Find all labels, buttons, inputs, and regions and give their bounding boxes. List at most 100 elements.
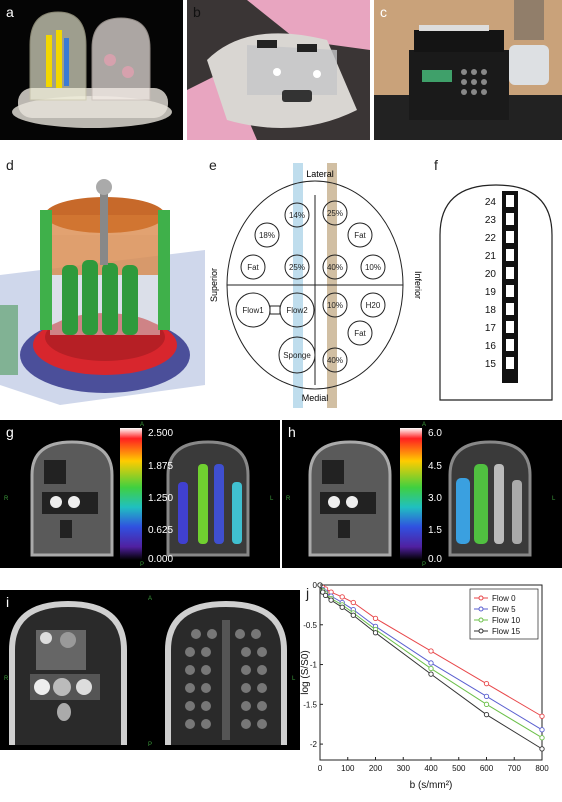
- slot-number: 22: [485, 233, 497, 244]
- label-inferior: Inferior: [413, 271, 423, 299]
- legend-marker: [478, 606, 484, 612]
- y-tick-label: -1.5: [303, 700, 317, 709]
- x-axis-title: b (s/mm²): [410, 780, 453, 791]
- slot-number: 17: [485, 323, 497, 334]
- chart-legend: Flow 0 Flow 5 Flow 10 Flow 15: [469, 588, 539, 640]
- colorbar-tick: 0.0: [428, 554, 442, 565]
- comp-label: 25%: [327, 209, 343, 218]
- legend-marker: [478, 595, 484, 601]
- colorbar-tick: 3.0: [428, 493, 442, 504]
- panel-label-d: d: [6, 157, 14, 173]
- mri-map-h: 6.0 4.5 3.0 1.5 0.0 A R L P: [286, 422, 556, 568]
- data-point: [328, 597, 334, 603]
- data-point: [372, 630, 379, 636]
- phantom-photo-illustration: [12, 11, 172, 128]
- slot-number: 23: [485, 215, 497, 226]
- data-point: [320, 589, 326, 595]
- colorbar-tick: 1.5: [428, 525, 442, 536]
- legend-label: Flow 10: [492, 616, 521, 625]
- legend-marker: [478, 617, 484, 623]
- panel-c-photo: c: [374, 0, 562, 140]
- panel-a-photo: a: [0, 0, 183, 140]
- orient-top: A: [422, 422, 426, 428]
- comp-label: Fat: [354, 329, 366, 338]
- colorbar-g: [120, 428, 142, 560]
- colorbar-tick: 0.625: [148, 525, 173, 536]
- panel-label-c: c: [380, 4, 387, 20]
- y-tick-label: -1: [310, 661, 318, 670]
- mri-map-g: 2.500 1.875 1.250 0.625 0.000 A R L P: [4, 422, 274, 568]
- panel-label-a: a: [6, 4, 14, 20]
- y-tick-label: -2: [310, 740, 318, 749]
- colorbar-h: [400, 428, 422, 560]
- slot-number: 20: [485, 269, 497, 280]
- x-tick-label: 200: [369, 764, 383, 773]
- data-point: [428, 648, 434, 654]
- panel-f-slots: 24 23 22 21 20 19 18 17 16 15 f: [430, 155, 562, 405]
- data-point: [483, 701, 490, 707]
- panel-label-e: e: [209, 157, 217, 173]
- orient-bottom: P: [140, 562, 144, 568]
- panel-label-g: g: [6, 424, 14, 440]
- data-point: [350, 612, 356, 618]
- x-tick-label: 800: [535, 764, 549, 773]
- data-point: [483, 712, 490, 718]
- colorbar-tick: 1.875: [148, 461, 173, 472]
- panel-g-mri: 2.500 1.875 1.250 0.625 0.000 A R L P g: [0, 420, 280, 568]
- colorbar-tick: 2.500: [148, 428, 173, 439]
- y-axis-title: log (S/S0): [300, 650, 311, 694]
- slot-number: 15: [485, 359, 497, 370]
- orient-bottom: P: [148, 742, 152, 748]
- legend-label: Flow 5: [492, 605, 516, 614]
- x-tick-label: 0: [318, 764, 323, 773]
- data-point: [428, 660, 434, 666]
- slot-number: 21: [485, 251, 497, 262]
- panel-label-j: j: [306, 585, 310, 601]
- x-tick-label: 600: [480, 764, 494, 773]
- y-tick-label: -0.5: [303, 621, 317, 630]
- colorbar-tick: 6.0: [428, 428, 442, 439]
- panel-label-h: h: [288, 424, 296, 440]
- orient-bottom: P: [422, 562, 426, 568]
- label-lateral: Lateral: [306, 169, 334, 179]
- panel-label-i: i: [6, 594, 10, 610]
- legend-label: Flow 0: [492, 594, 516, 603]
- slot-number: 16: [485, 341, 497, 352]
- scanner-bed-illustration: [187, 0, 370, 140]
- orient-left: R: [4, 676, 9, 682]
- panel-d-cad: d: [0, 155, 205, 405]
- panel-b-photo: b: [187, 0, 370, 140]
- orient-top: A: [140, 422, 144, 428]
- orient-left: R: [4, 496, 9, 502]
- comp-label: 14%: [289, 211, 305, 220]
- colorbar-tick: 0.000: [148, 554, 173, 565]
- x-tick-label: 100: [341, 764, 355, 773]
- x-tick-label: 500: [452, 764, 466, 773]
- comp-label: 25%: [289, 263, 305, 272]
- data-point: [339, 594, 345, 600]
- panel-label-f: f: [434, 157, 438, 173]
- slot-diagram: 24 23 22 21 20 19 18 17 16 15: [439, 184, 553, 401]
- slot-number: 19: [485, 287, 497, 298]
- comp-label: H20: [366, 301, 381, 310]
- y-tick-label: 0: [313, 581, 318, 590]
- data-point: [372, 615, 379, 622]
- legend-label: Flow 15: [492, 627, 521, 636]
- panel-h-mri: 6.0 4.5 3.0 1.5 0.0 A R L P h: [282, 420, 562, 568]
- data-point: [428, 671, 434, 677]
- data-point: [322, 592, 329, 598]
- label-medial: Medial: [302, 393, 329, 403]
- label-superior: Superior: [209, 268, 219, 302]
- data-point: [539, 735, 545, 741]
- syringe-pump-illustration: [374, 0, 562, 140]
- comp-label: Flow1: [242, 306, 264, 315]
- x-tick-label: 300: [397, 764, 411, 773]
- x-tick-label: 700: [508, 764, 522, 773]
- slot-number: 18: [485, 305, 497, 316]
- comp-label: Flow2: [286, 306, 308, 315]
- slot-number: 24: [485, 197, 497, 208]
- data-point: [483, 680, 490, 687]
- data-point: [539, 713, 545, 719]
